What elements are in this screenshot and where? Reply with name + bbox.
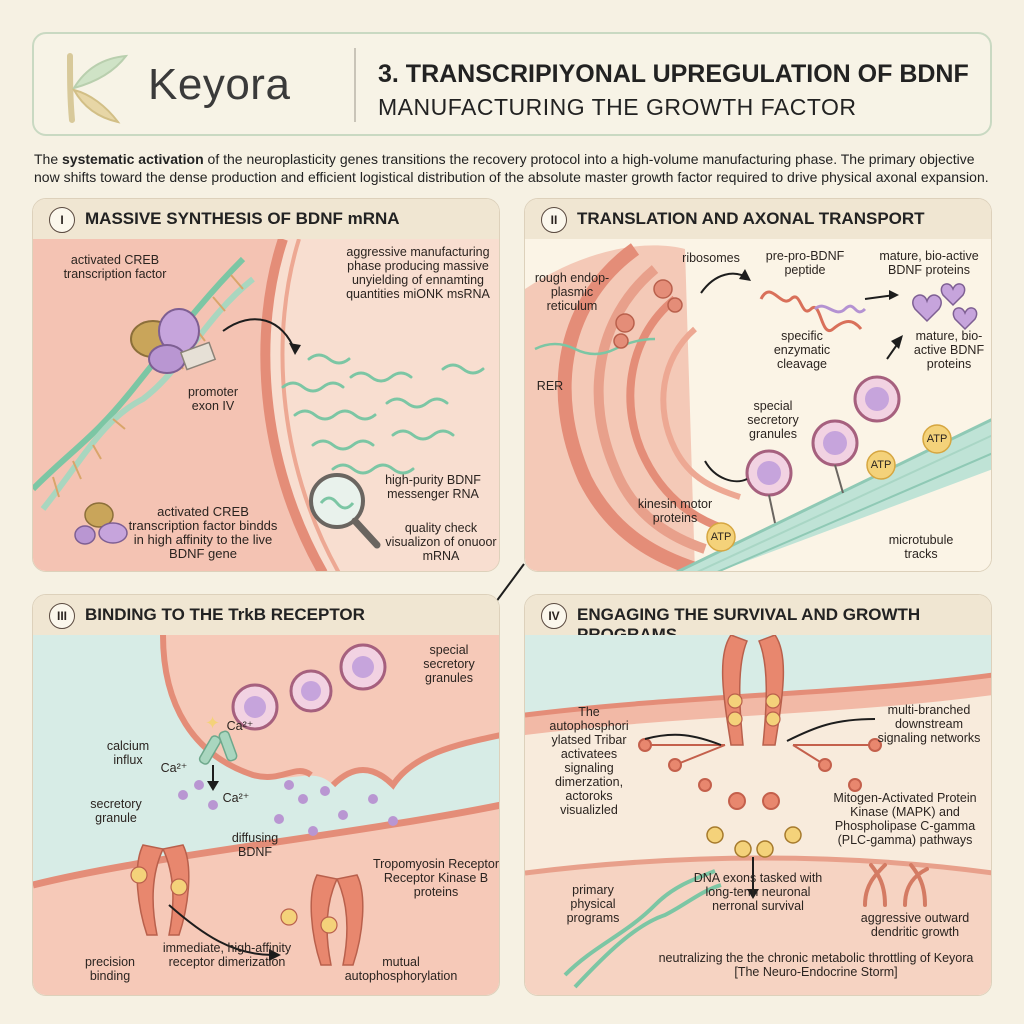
svg-text:✦: ✦ (205, 713, 220, 734)
label-kinesin: kinesin motor proteins (637, 497, 713, 525)
page-title: 3. TRANSCRIPIYONAL UPREGULATION OF BDNF (378, 60, 969, 88)
atp-burst-icon (706, 424, 952, 552)
label-mature-top: mature, bio-active BDNF proteins (879, 249, 979, 277)
mapk-nodes-icon (706, 826, 802, 858)
panel-3-numeral: III (49, 603, 75, 629)
panel-1: I MASSIVE SYNTHESIS OF BDNF mRNA (32, 198, 500, 572)
panel-3-illustration: ✦ (33, 635, 499, 995)
panel-1-illustration (33, 239, 499, 571)
label-calcium: calcium influx (106, 739, 150, 767)
label-ca-2: Ca²⁺ (160, 761, 188, 775)
label-manufacturing: aggressive manufacturing phase producing… (346, 245, 490, 301)
label-neutralize: neutralizing the the chronic metabolic t… (658, 951, 974, 979)
label-ca-1: Ca²⁺ (226, 719, 254, 733)
label-promoter: promoter exon IV (187, 385, 239, 413)
label-ribosomes: ribosomes (682, 251, 740, 265)
label-granules-3: special secretory granules (423, 643, 475, 685)
label-atp-3: ATP (926, 433, 948, 445)
label-cleavage: specific enzymatic cleavage (773, 329, 831, 371)
intro-paragraph: The systematic activation of the neuropl… (34, 151, 989, 185)
keyora-logo-icon (67, 53, 129, 124)
panel-3-title: BINDING TO THE TrkB RECEPTOR (85, 605, 365, 624)
label-trkb: Tropomyosin Receptor Receptor Kinase B p… (373, 857, 499, 899)
granule-icon (231, 643, 387, 731)
label-diffusing: diffusing BDNF (231, 831, 279, 859)
label-prepro: pre-pro-BDNF peptide (765, 249, 845, 277)
label-primary: primary physical programs (566, 883, 620, 925)
label-precision: precision binding (84, 955, 136, 983)
label-dna: DNA exons tasked with long-term neuronal… (693, 871, 823, 913)
label-mrna: high-purity BDNF messenger RNA (385, 473, 481, 501)
label-mapk: Mitogen-Activated Protein Kinase (MAPK) … (833, 791, 977, 847)
microtubule-icon (675, 418, 991, 571)
label-secretory: secretory granule (90, 797, 142, 825)
signaling-network-icon (638, 738, 882, 810)
header: Keyora 3. TRANSCRIPIYONAL UPREGULATION O… (32, 32, 992, 136)
label-creb: activated CREB transcription factor (63, 253, 167, 281)
label-atp-1: ATP (710, 531, 732, 543)
panel-4-numeral: IV (541, 603, 567, 629)
creb-small-icon (74, 502, 128, 545)
label-mature-right: mature, bio-active BDNF proteins (913, 329, 985, 371)
header-divider (354, 48, 356, 122)
panel-4: IV ENGAGING THE SURVIVAL AND GROWTH PROG… (524, 594, 992, 996)
panel-2-numeral: II (541, 207, 567, 233)
label-qc: quality check visualizon of onuoor mRNA (385, 521, 497, 563)
label-binds: activated CREB transcription factor bind… (128, 504, 278, 561)
phosphate-icon-4 (727, 693, 781, 727)
rer-icon (525, 243, 741, 571)
panel-2-header: II TRANSLATION AND AXONAL TRANSPORT (525, 199, 991, 239)
panel-4-header: IV ENGAGING THE SURVIVAL AND GROWTH PROG… (525, 595, 991, 644)
label-multi: multi-branched downstream signaling netw… (877, 703, 981, 745)
panel-4-illustration (525, 635, 991, 995)
secretory-granule-icon (745, 375, 901, 497)
panel-1-title: MASSIVE SYNTHESIS OF BDNF mRNA (85, 209, 400, 228)
magnifier-icon (309, 473, 381, 549)
mature-protein-icon (912, 283, 978, 331)
label-microtubule: microtubule tracks (888, 533, 954, 561)
panel-3: III BINDING TO THE TrkB RECEPTOR (32, 594, 500, 996)
page-subtitle: MANUFACTURING THE GROWTH FACTOR (378, 94, 857, 120)
label-ca-3: Ca²⁺ (222, 791, 250, 805)
panel-2: II TRANSLATION AND AXONAL TRANSPORT (524, 198, 992, 572)
mrna-strands-icon (281, 353, 485, 475)
ribosome-icon (613, 279, 683, 349)
bdnf-particles-icon (178, 780, 398, 836)
prepro-peptide-icon (759, 290, 863, 333)
label-mutual: mutual autophosphorylation (344, 955, 458, 983)
phosphate-icon (130, 866, 338, 934)
intro-bold: systematic activation (62, 151, 204, 167)
brand-name: Keyora (148, 60, 291, 109)
creb-factor-icon (130, 308, 217, 374)
label-immediate: immediate, high-affinity receptor dimeri… (162, 941, 292, 969)
label-dendritic: aggressive outward dendritic growth (860, 911, 970, 939)
label-autophos: The autophosphori ylatsed Tribar activat… (549, 705, 629, 817)
label-rer-full: rough endop-plasmic reticulum (534, 271, 610, 313)
calcium-channel-icon (198, 730, 238, 765)
panel-2-title: TRANSLATION AND AXONAL TRANSPORT (577, 209, 925, 228)
label-rer: RER (536, 379, 564, 393)
label-atp-2: ATP (870, 459, 892, 471)
dendrite-icon (863, 863, 929, 907)
dna-helix-4-icon (563, 869, 722, 989)
panel-1-header: I MASSIVE SYNTHESIS OF BDNF mRNA (33, 199, 499, 239)
panel-2-illustration (525, 239, 991, 571)
panel-1-numeral: I (49, 207, 75, 233)
panel-3-header: III BINDING TO THE TrkB RECEPTOR (33, 595, 499, 635)
label-granules: special secretory granules (747, 399, 799, 441)
